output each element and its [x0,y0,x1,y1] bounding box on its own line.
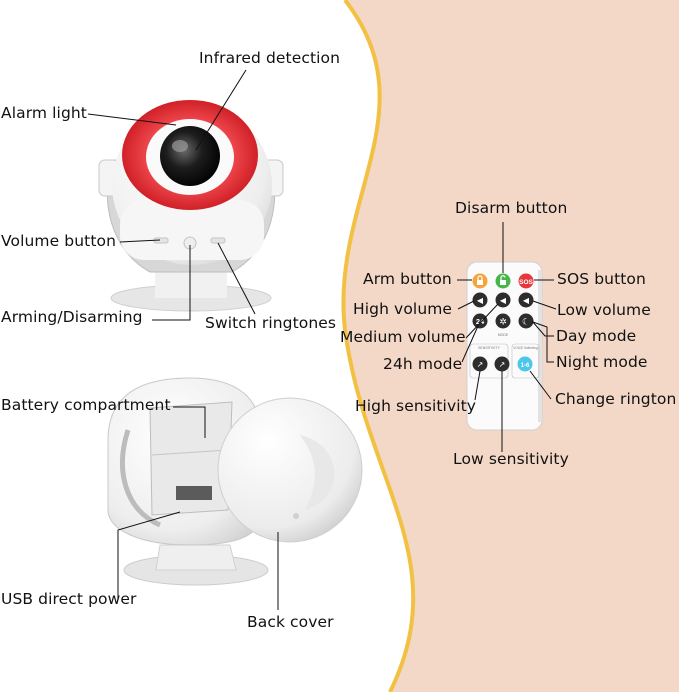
sensor-device-front [98,100,284,312]
label-24h-mode: 24h mode [383,355,463,373]
ringtone-key-text: 1-6 [521,363,530,369]
high-sensitivity-key[interactable] [472,356,488,372]
label-switch-ringtones: Switch ringtones [205,314,337,332]
change-ringtone-key[interactable] [517,356,533,372]
svg-text:↗: ↗ [477,360,484,369]
low-volume-key[interactable] [518,292,534,308]
label-infrared-detection: Infrared detection [199,49,341,67]
annotation-lines [87,69,557,610]
label-battery-compartment: Battery compartment [1,396,171,414]
mode-24h-key[interactable] [472,313,488,329]
label-disarm-button: Disarm button [455,199,568,217]
low-sensitivity-key[interactable] [494,356,510,372]
label-high-sensitivity: High sensitivity [355,397,477,415]
label-usb-direct-power: USB direct power [1,590,137,608]
label-low-sensitivity: Low sensitivity [453,450,569,468]
label-volume-button: Volume button [1,232,116,250]
label-back-cover: Back cover [247,613,334,631]
svg-text:◀: ◀ [477,296,484,305]
voice-switching-caption: VOICE Switching [513,346,538,350]
mode-caption: MODE [498,333,509,337]
label-night-mode: Night mode [556,353,648,371]
label-high-volume: High volume [353,300,453,318]
high-volume-key[interactable] [472,292,488,308]
remote-control: SOS ◀ ◀ ◀ 24 ✲ ☾ MODE SENSITIVITY VOICE … [466,261,543,431]
sensitivity-caption: SENSITIVITY [478,346,501,350]
sensor-device-back [107,377,363,586]
label-arm-button: Arm button [363,270,452,288]
svg-text:◀: ◀ [523,296,530,305]
label-arming-disarming: Arming/Disarming [1,308,143,326]
svg-text:✲: ✲ [499,318,507,328]
day-mode-key[interactable] [495,313,511,329]
sos-key-text: SOS [519,279,533,286]
mode-24h-text: 24 [476,317,485,326]
label-day-mode: Day mode [556,327,637,345]
label-change-ringtone: Change rington [555,390,677,408]
svg-text:☾: ☾ [522,318,530,328]
medium-volume-key[interactable] [495,292,511,308]
sos-key[interactable] [518,273,534,289]
label-alarm-light: Alarm light [1,104,87,122]
label-sos-button: SOS button [557,270,646,288]
label-low-volume: Low volume [557,301,651,319]
label-medium-volume: Medium volume [340,328,466,346]
svg-text:◀: ◀ [500,296,507,305]
wave-border [341,0,416,692]
night-mode-key[interactable] [518,313,534,329]
svg-text:↗: ↗ [499,360,506,369]
